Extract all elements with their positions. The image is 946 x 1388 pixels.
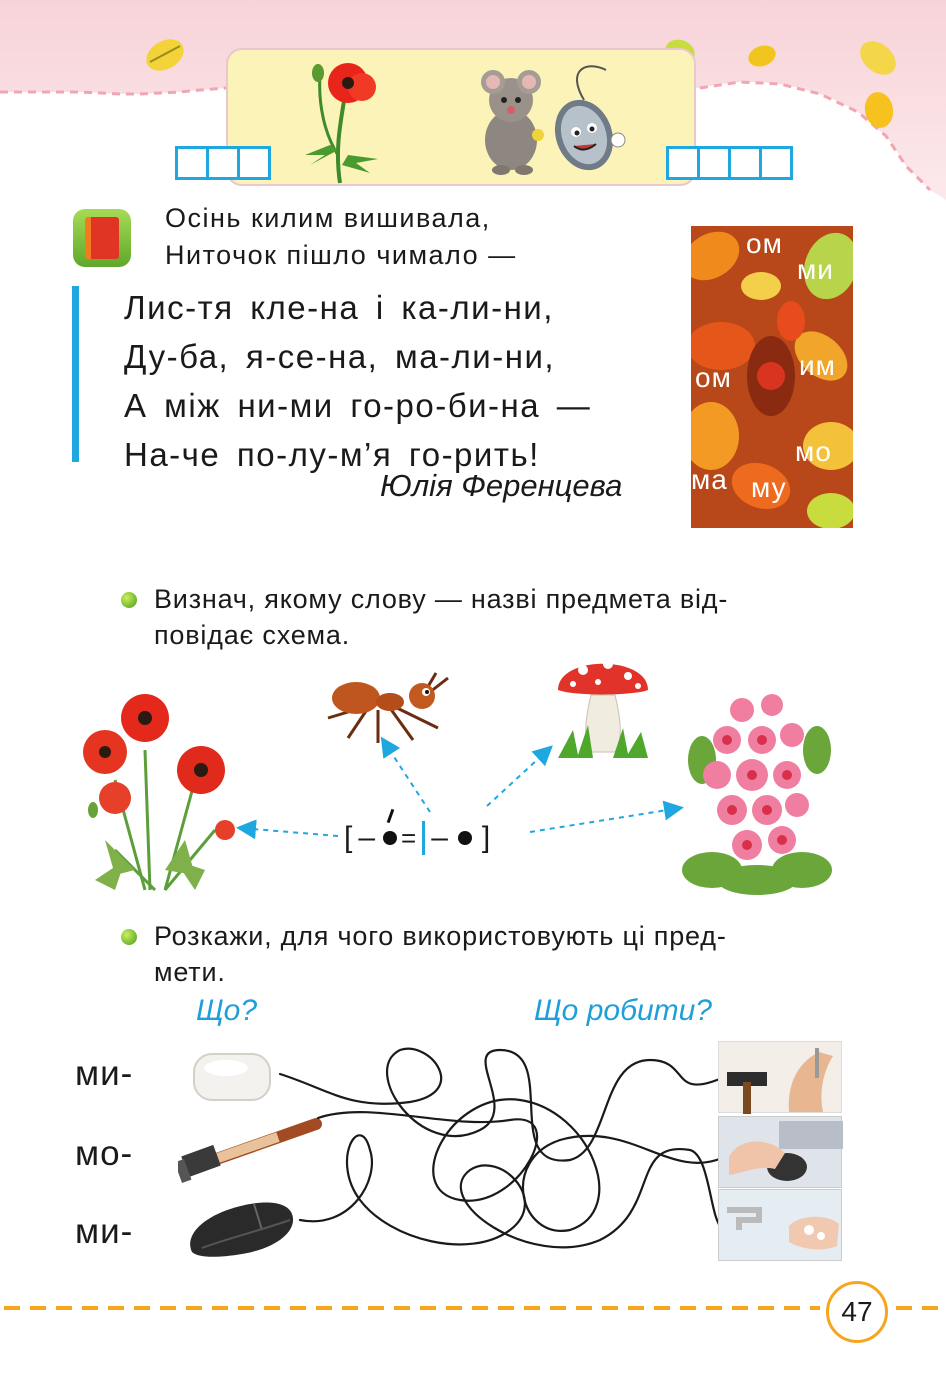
scheme-equals: = <box>401 822 417 853</box>
leaf-syllable: им <box>799 350 836 381</box>
leaf-syllable: мо <box>795 436 832 467</box>
task1-text: Визнач, якому слову — назві предмета від… <box>154 581 854 653</box>
leaf-icon <box>864 92 894 128</box>
poem-intro: Осінь килим вишивала, Ниточок пішло чима… <box>165 200 517 274</box>
letter-boxes-left <box>175 146 271 180</box>
leaves-pattern <box>691 231 853 528</box>
question-what: Що? <box>196 994 258 1027</box>
hammering-photo <box>718 1041 842 1114</box>
task2-text: Розкажи, для чого використовують ці пред… <box>154 918 854 990</box>
arrow-to-mallow <box>529 800 684 833</box>
arrow-to-ant <box>380 736 431 813</box>
scheme-arrows <box>236 736 684 840</box>
letter-box <box>666 146 700 180</box>
ant-icon <box>327 672 449 743</box>
scheme-consonant-dash: – <box>431 821 448 854</box>
page-number: 47 <box>826 1281 888 1343</box>
question-what-to-do: Що робити? <box>534 994 712 1027</box>
poem-line: Лис-тя кле-на і ка-ли-ни, <box>124 289 554 326</box>
letter-box <box>728 146 762 180</box>
poem-accent-bar <box>72 286 79 462</box>
letter-box <box>175 146 209 180</box>
poem-line: Ду-ба, я-се-на, ма-ли-ни, <box>124 338 556 375</box>
poem-line: А між ни-ми го-ро-би-на — <box>124 387 592 424</box>
tangled-lines-maze <box>278 1047 724 1249</box>
syllable-start: ми- <box>75 1212 134 1251</box>
leaf-icon <box>146 39 184 71</box>
poem-intro-line: Ниточок пішло чимало — <box>165 240 517 270</box>
syllable-divider <box>422 821 426 855</box>
leaf-icon <box>748 45 776 67</box>
letter-box <box>237 146 271 180</box>
pc-mouse-icon <box>190 1202 294 1257</box>
leaf-icon <box>860 41 896 75</box>
leaf-syllable: ом <box>746 228 783 259</box>
mouse-and-computer-mouse-illustration <box>481 65 626 175</box>
mallow-flowers-icon <box>682 694 832 895</box>
hammer-icon <box>178 1118 322 1184</box>
washing-hands-photo <box>718 1189 842 1261</box>
letter-box <box>759 146 793 180</box>
scheme-open-bracket: [ <box>344 821 353 854</box>
task1-line: Визнач, якому слову — назві предмета від… <box>154 584 729 614</box>
task-bullet <box>121 929 137 945</box>
book-icon <box>73 209 131 267</box>
task1-line: повідає схема. <box>154 620 351 650</box>
poem-intro-line: Осінь килим вишивала, <box>165 203 491 233</box>
autumn-leaves-panel: ом ми ом им мо ма му <box>691 226 853 528</box>
poem-line: На-че по-лу-м’я го-рить! <box>124 436 540 473</box>
letter-box <box>697 146 731 180</box>
maze-line <box>316 1098 724 1232</box>
arrow-to-poppies <box>236 819 339 840</box>
title-card <box>226 48 696 186</box>
scheme-close-bracket: ] <box>481 821 491 854</box>
syllable-start: мо- <box>75 1134 134 1173</box>
syllable-start: ми- <box>75 1054 134 1093</box>
letter-boxes-right <box>666 146 793 180</box>
poppy-icon <box>83 694 235 892</box>
computer-mouse-icon <box>554 65 626 171</box>
leaf-syllable: му <box>751 472 787 503</box>
word-scheme: [ – = – ] <box>344 808 491 858</box>
poppy-icon <box>305 63 378 184</box>
letter-box <box>206 146 240 180</box>
leaf-syllable: ма <box>691 464 728 495</box>
scheme-stressed-vowel <box>383 808 398 845</box>
arrow-to-mushroom <box>486 745 553 807</box>
task-bullet <box>121 592 137 608</box>
leaf-syllable: ми <box>797 254 834 285</box>
footer-dashed-line <box>4 1306 946 1310</box>
using-mouse-photo <box>718 1116 843 1188</box>
mushroom-icon <box>558 659 648 758</box>
leaf-syllable: ом <box>695 362 732 393</box>
scheme-consonant-dash: – <box>358 821 376 854</box>
poem-body: Лис-тя кле-на і ка-ли-ни, Ду-ба, я-се-на… <box>124 283 591 479</box>
maze-line <box>298 1134 724 1249</box>
scheme-vowel <box>457 831 472 845</box>
mouse-animal-icon <box>481 70 544 175</box>
poem-author: Юлія Ференцева <box>380 468 623 503</box>
task2-line: Розкажи, для чого використовують ці пред… <box>154 921 727 951</box>
soap-icon <box>193 1053 271 1101</box>
task2-line: мети. <box>154 957 226 987</box>
maze-line <box>278 1047 724 1162</box>
